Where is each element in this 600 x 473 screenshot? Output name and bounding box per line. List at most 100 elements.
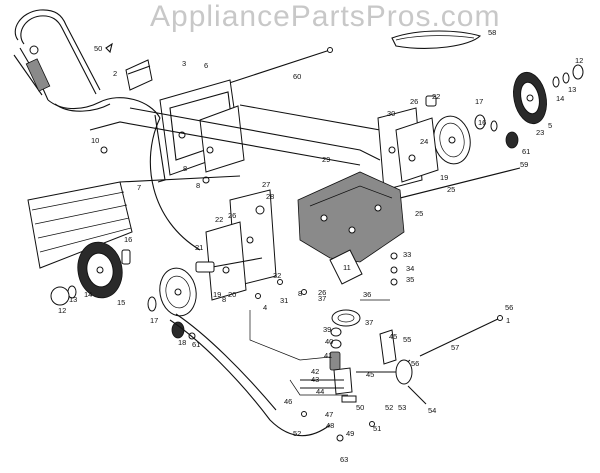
transmission-housing bbox=[297, 171, 405, 285]
callout-c53: 53 bbox=[398, 403, 406, 412]
lever-assembly bbox=[356, 329, 427, 405]
callout-c49: 49 bbox=[346, 429, 354, 438]
callout-c16a: 16 bbox=[478, 118, 486, 127]
side-panel-part-7 bbox=[27, 175, 241, 269]
callout-c54: 54 bbox=[428, 406, 436, 415]
watermark: AppliancePartsPros.com bbox=[150, 0, 501, 33]
callout-c22a: 22 bbox=[432, 92, 440, 101]
gear-train bbox=[300, 309, 361, 403]
callout-c22b: 22 bbox=[215, 215, 223, 224]
callout-c56a: 56 bbox=[505, 303, 513, 312]
callout-c24: 24 bbox=[420, 137, 428, 146]
callout-c17a: 17 bbox=[475, 97, 483, 106]
belt-part-58 bbox=[391, 30, 482, 49]
callout-c57: 57 bbox=[451, 343, 459, 352]
callout-c2: 2 bbox=[113, 69, 117, 78]
callout-c36: 36 bbox=[363, 290, 371, 299]
callout-c12b: 12 bbox=[58, 306, 66, 315]
callout-c50b: 50 bbox=[356, 403, 364, 412]
callout-c60: 60 bbox=[293, 72, 301, 81]
callout-c3: 3 bbox=[182, 59, 186, 68]
callout-c50a: 50 bbox=[94, 44, 102, 53]
callout-c43: 43 bbox=[311, 375, 319, 384]
callout-c17b: 17 bbox=[150, 316, 158, 325]
callout-c13b: 13 bbox=[69, 295, 77, 304]
callout-c29: 29 bbox=[322, 155, 330, 164]
leader-lines bbox=[249, 299, 390, 396]
callout-c11: 11 bbox=[343, 263, 351, 272]
upper-housing bbox=[154, 79, 245, 184]
callout-c27: 27 bbox=[262, 180, 270, 189]
callout-c25b: 25 bbox=[415, 209, 423, 218]
callout-c51: 51 bbox=[373, 424, 381, 433]
callout-c16b: 16 bbox=[124, 235, 132, 244]
bracket-part-2 bbox=[125, 59, 153, 91]
deck-housing bbox=[89, 104, 411, 166]
drive-bracket-left bbox=[195, 189, 277, 301]
callout-c12a: 12 bbox=[575, 56, 583, 65]
callout-c61a: 61 bbox=[522, 147, 530, 156]
callout-c5: 5 bbox=[548, 121, 552, 130]
callout-c19b: 19 bbox=[213, 290, 221, 299]
callout-c26c: 26 bbox=[318, 288, 326, 297]
callout-c25a: 25 bbox=[447, 185, 455, 194]
callout-c37a: 37 bbox=[318, 294, 326, 303]
callout-c30: 30 bbox=[387, 109, 395, 118]
callout-c59: 59 bbox=[520, 160, 528, 169]
callout-c37b: 37 bbox=[365, 318, 373, 327]
rod-part-60 bbox=[219, 47, 333, 87]
rod-part-57 bbox=[419, 315, 503, 357]
callout-c45a: 45 bbox=[389, 332, 397, 341]
callout-c58: 58 bbox=[488, 28, 496, 37]
callout-c33: 33 bbox=[403, 250, 411, 259]
callout-c18: 18 bbox=[178, 338, 186, 347]
callout-c47: 47 bbox=[325, 410, 333, 419]
callout-c34: 34 bbox=[406, 264, 414, 273]
callout-c26b: 26 bbox=[228, 211, 236, 220]
callout-c13a: 13 bbox=[568, 85, 576, 94]
callout-c32: 32 bbox=[273, 271, 281, 280]
callout-c7: 7 bbox=[137, 183, 141, 192]
callout-c52a: 52 bbox=[293, 429, 301, 438]
callout-c63: 63 bbox=[340, 455, 348, 464]
callout-labels: 1234567888810111212131314141516161717181… bbox=[58, 28, 583, 464]
callout-c48: 48 bbox=[326, 421, 334, 430]
callout-c14b: 14 bbox=[84, 290, 92, 299]
callout-c39: 39 bbox=[323, 325, 331, 334]
callout-c4: 4 bbox=[263, 303, 267, 312]
callout-c8d: 8 bbox=[298, 289, 302, 298]
callout-c44: 44 bbox=[316, 387, 324, 396]
callout-c19a: 19 bbox=[440, 173, 448, 182]
callout-c45b: 45 bbox=[366, 370, 374, 379]
control-cables bbox=[149, 117, 331, 437]
callout-c46: 46 bbox=[284, 397, 292, 406]
callout-c41: 41 bbox=[324, 351, 332, 360]
drive-gear-right bbox=[433, 114, 519, 165]
callout-c42: 42 bbox=[311, 367, 319, 376]
callout-c31: 31 bbox=[280, 296, 288, 305]
callout-c8a: 8 bbox=[183, 164, 187, 173]
fasteners bbox=[100, 42, 398, 442]
callout-c55: 55 bbox=[403, 335, 411, 344]
wheel-left bbox=[50, 241, 131, 306]
callout-c40: 40 bbox=[325, 337, 333, 346]
drive-gear-left bbox=[147, 267, 197, 340]
callout-c1: 1 bbox=[506, 316, 510, 325]
callout-c56b: 56 bbox=[411, 359, 419, 368]
handle-assembly bbox=[13, 9, 161, 119]
callout-c23: 23 bbox=[536, 128, 544, 137]
wheel-right bbox=[513, 64, 584, 125]
bracket-right bbox=[377, 95, 439, 191]
callout-c26a: 26 bbox=[410, 97, 418, 106]
callout-c28: 28 bbox=[266, 192, 274, 201]
callout-c21: 21 bbox=[195, 243, 203, 252]
callout-c61b: 61 bbox=[192, 340, 200, 349]
callout-c15: 15 bbox=[117, 298, 125, 307]
callout-c10: 10 bbox=[91, 136, 99, 145]
callout-c6: 6 bbox=[204, 61, 208, 70]
callout-c35: 35 bbox=[406, 275, 414, 284]
callout-c8c: 8 bbox=[222, 295, 226, 304]
callout-c8b: 8 bbox=[196, 181, 200, 190]
